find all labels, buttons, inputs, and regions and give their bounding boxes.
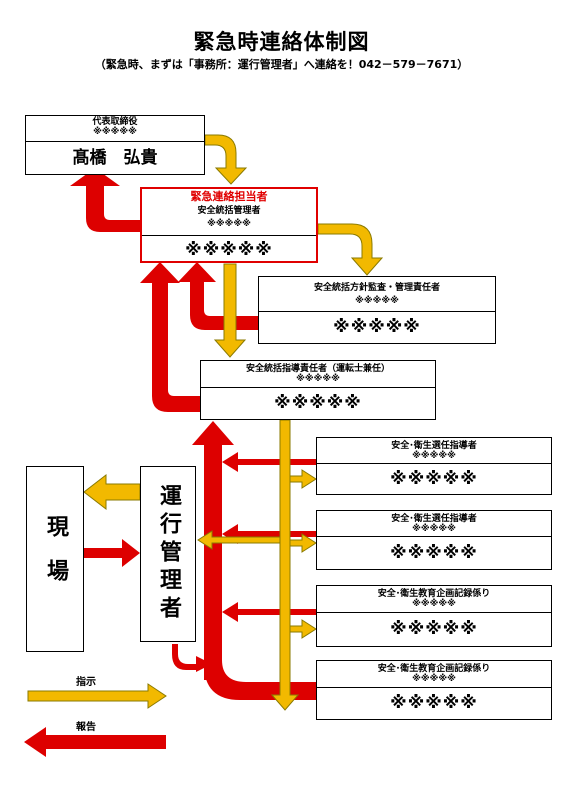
instruct-arrow-emergency-to-policy [317,223,384,276]
box-guidance-manager: 安全統括指導責任者（運転士兼任） ※※※※※ ※※※※※ [200,360,436,420]
report-arrow-r4 [204,650,318,700]
operator-label: 運行管理者 [156,484,181,624]
report-arrow-guide-to-emergency [140,262,200,412]
instruct-arrow-r2-left [197,530,281,550]
rep-name: 髙橋 弘貴 [72,148,158,168]
instruct-arrow-trunk-down [270,419,300,711]
report-arrow-operator-to-trunk [172,644,212,672]
r1-name: ※※※※※ [390,469,478,489]
box-education-recorder-1: 安全･衛生教育企画記録係り ※※※※※ ※※※※※ [316,585,552,647]
policy-role: 安全統括方針監査・管理責任者 [313,283,440,293]
emergency-name: ※※※※※ [185,240,273,260]
report-arrow-r3 [222,602,318,622]
legend-report-arrow [24,727,166,757]
instruct-arrow-r1 [289,469,317,489]
report-arrow-r2 [222,524,318,544]
page-title: 緊急時連絡体制図 [193,30,370,54]
page-subtitle: （緊急時、まずは「事務所：運行管理者」へ連絡を！042－579－7671） [94,58,469,71]
guide-name: ※※※※※ [274,393,362,413]
box-site: 現場 [26,466,84,652]
rep-role: 代表取締役 [92,117,138,127]
r2-name: ※※※※※ [390,543,478,563]
instruct-arrow-r3 [289,619,317,639]
r3-role: 安全･衛生教育企画記録係り [377,589,491,599]
box-representative: 代表取締役 ※※※※※ 髙橋 弘貴 [25,115,205,175]
site-label: 現場 [43,515,68,603]
guide-role: 安全統括指導責任者（運転士兼任） [245,364,390,374]
box-emergency-contact: 緊急連絡担当者 安全統括管理者 ※※※※※ ※※※※※ [140,187,318,263]
emergency-heading: 緊急連絡担当者 [190,190,268,203]
box-safety-instructor-1: 安全･衛生選任指導者 ※※※※※ ※※※※※ [316,437,552,495]
report-arrow-policy-to-emergency [178,262,258,330]
instruct-arrow-rep-to-emergency [204,134,248,185]
report-arrow-trunk-to-guide [192,421,234,680]
r3-name: ※※※※※ [390,619,478,639]
emergency-code: ※※※※※ [207,219,251,229]
box-education-recorder-2: 安全･衛生教育企画記録係り ※※※※※ ※※※※※ [316,660,552,720]
policy-code: ※※※※※ [355,296,399,306]
r2-code: ※※※※※ [412,524,456,534]
legend-report-label: 報告 [76,722,96,733]
r1-code: ※※※※※ [412,451,456,461]
policy-name: ※※※※※ [333,317,421,337]
instruct-arrow-operator-to-site [83,473,141,511]
r2-role: 安全･衛生選任指導者 [391,514,477,524]
report-arrow-site-to-operator [84,539,140,567]
r4-name: ※※※※※ [390,693,478,713]
instruct-arrows [27,134,384,711]
r3-code: ※※※※※ [412,599,456,609]
r4-code: ※※※※※ [412,674,456,684]
box-policy-manager: 安全統括方針監査・管理責任者 ※※※※※ ※※※※※ [258,276,496,344]
guide-code: ※※※※※ [296,374,340,384]
instruct-arrow-r2 [289,533,317,553]
emergency-role: 安全統括管理者 [197,206,261,216]
r4-role: 安全･衛生教育企画記録係り [377,664,491,674]
rep-code: ※※※※※ [93,127,137,137]
report-arrow-r1 [222,452,318,472]
box-operations-manager: 運行管理者 [140,466,196,642]
legend-instruct-arrow [27,683,167,709]
r1-role: 安全･衛生選任指導者 [391,441,477,451]
legend-instruct-label: 指示 [76,677,96,688]
box-safety-instructor-2: 安全･衛生選任指導者 ※※※※※ ※※※※※ [316,510,552,570]
report-arrow-emergency-to-rep [70,168,140,232]
instruct-arrow-emergency-to-guide [213,263,247,358]
